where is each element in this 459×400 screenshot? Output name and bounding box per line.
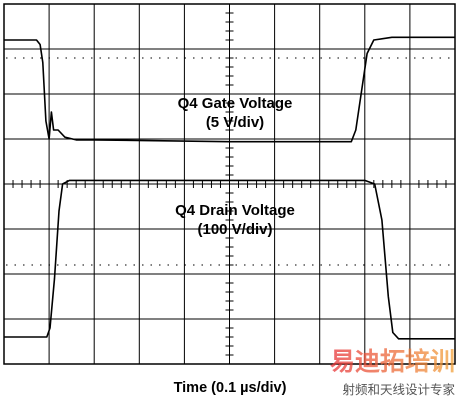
x-axis-label: Time (0.1 µs/div) [174,380,287,396]
gate-trace-scale: (5 V/div) [206,114,264,131]
watermark-subtitle: 射频和天线设计专家 [342,382,455,397]
drain-trace-scale: (100 V/div) [197,221,272,238]
watermark-title: 易迪拓培训 [330,347,455,376]
watermark-logo: 易迪拓培训 射频和天线设计专家 [330,347,456,397]
gate-trace-title: Q4 Gate Voltage [178,95,293,112]
traces [4,36,455,340]
drain-trace-title: Q4 Drain Voltage [175,202,295,219]
trace-drain-voltage [4,179,455,340]
trace-gate-voltage [4,36,455,143]
screen-frame [3,3,456,365]
